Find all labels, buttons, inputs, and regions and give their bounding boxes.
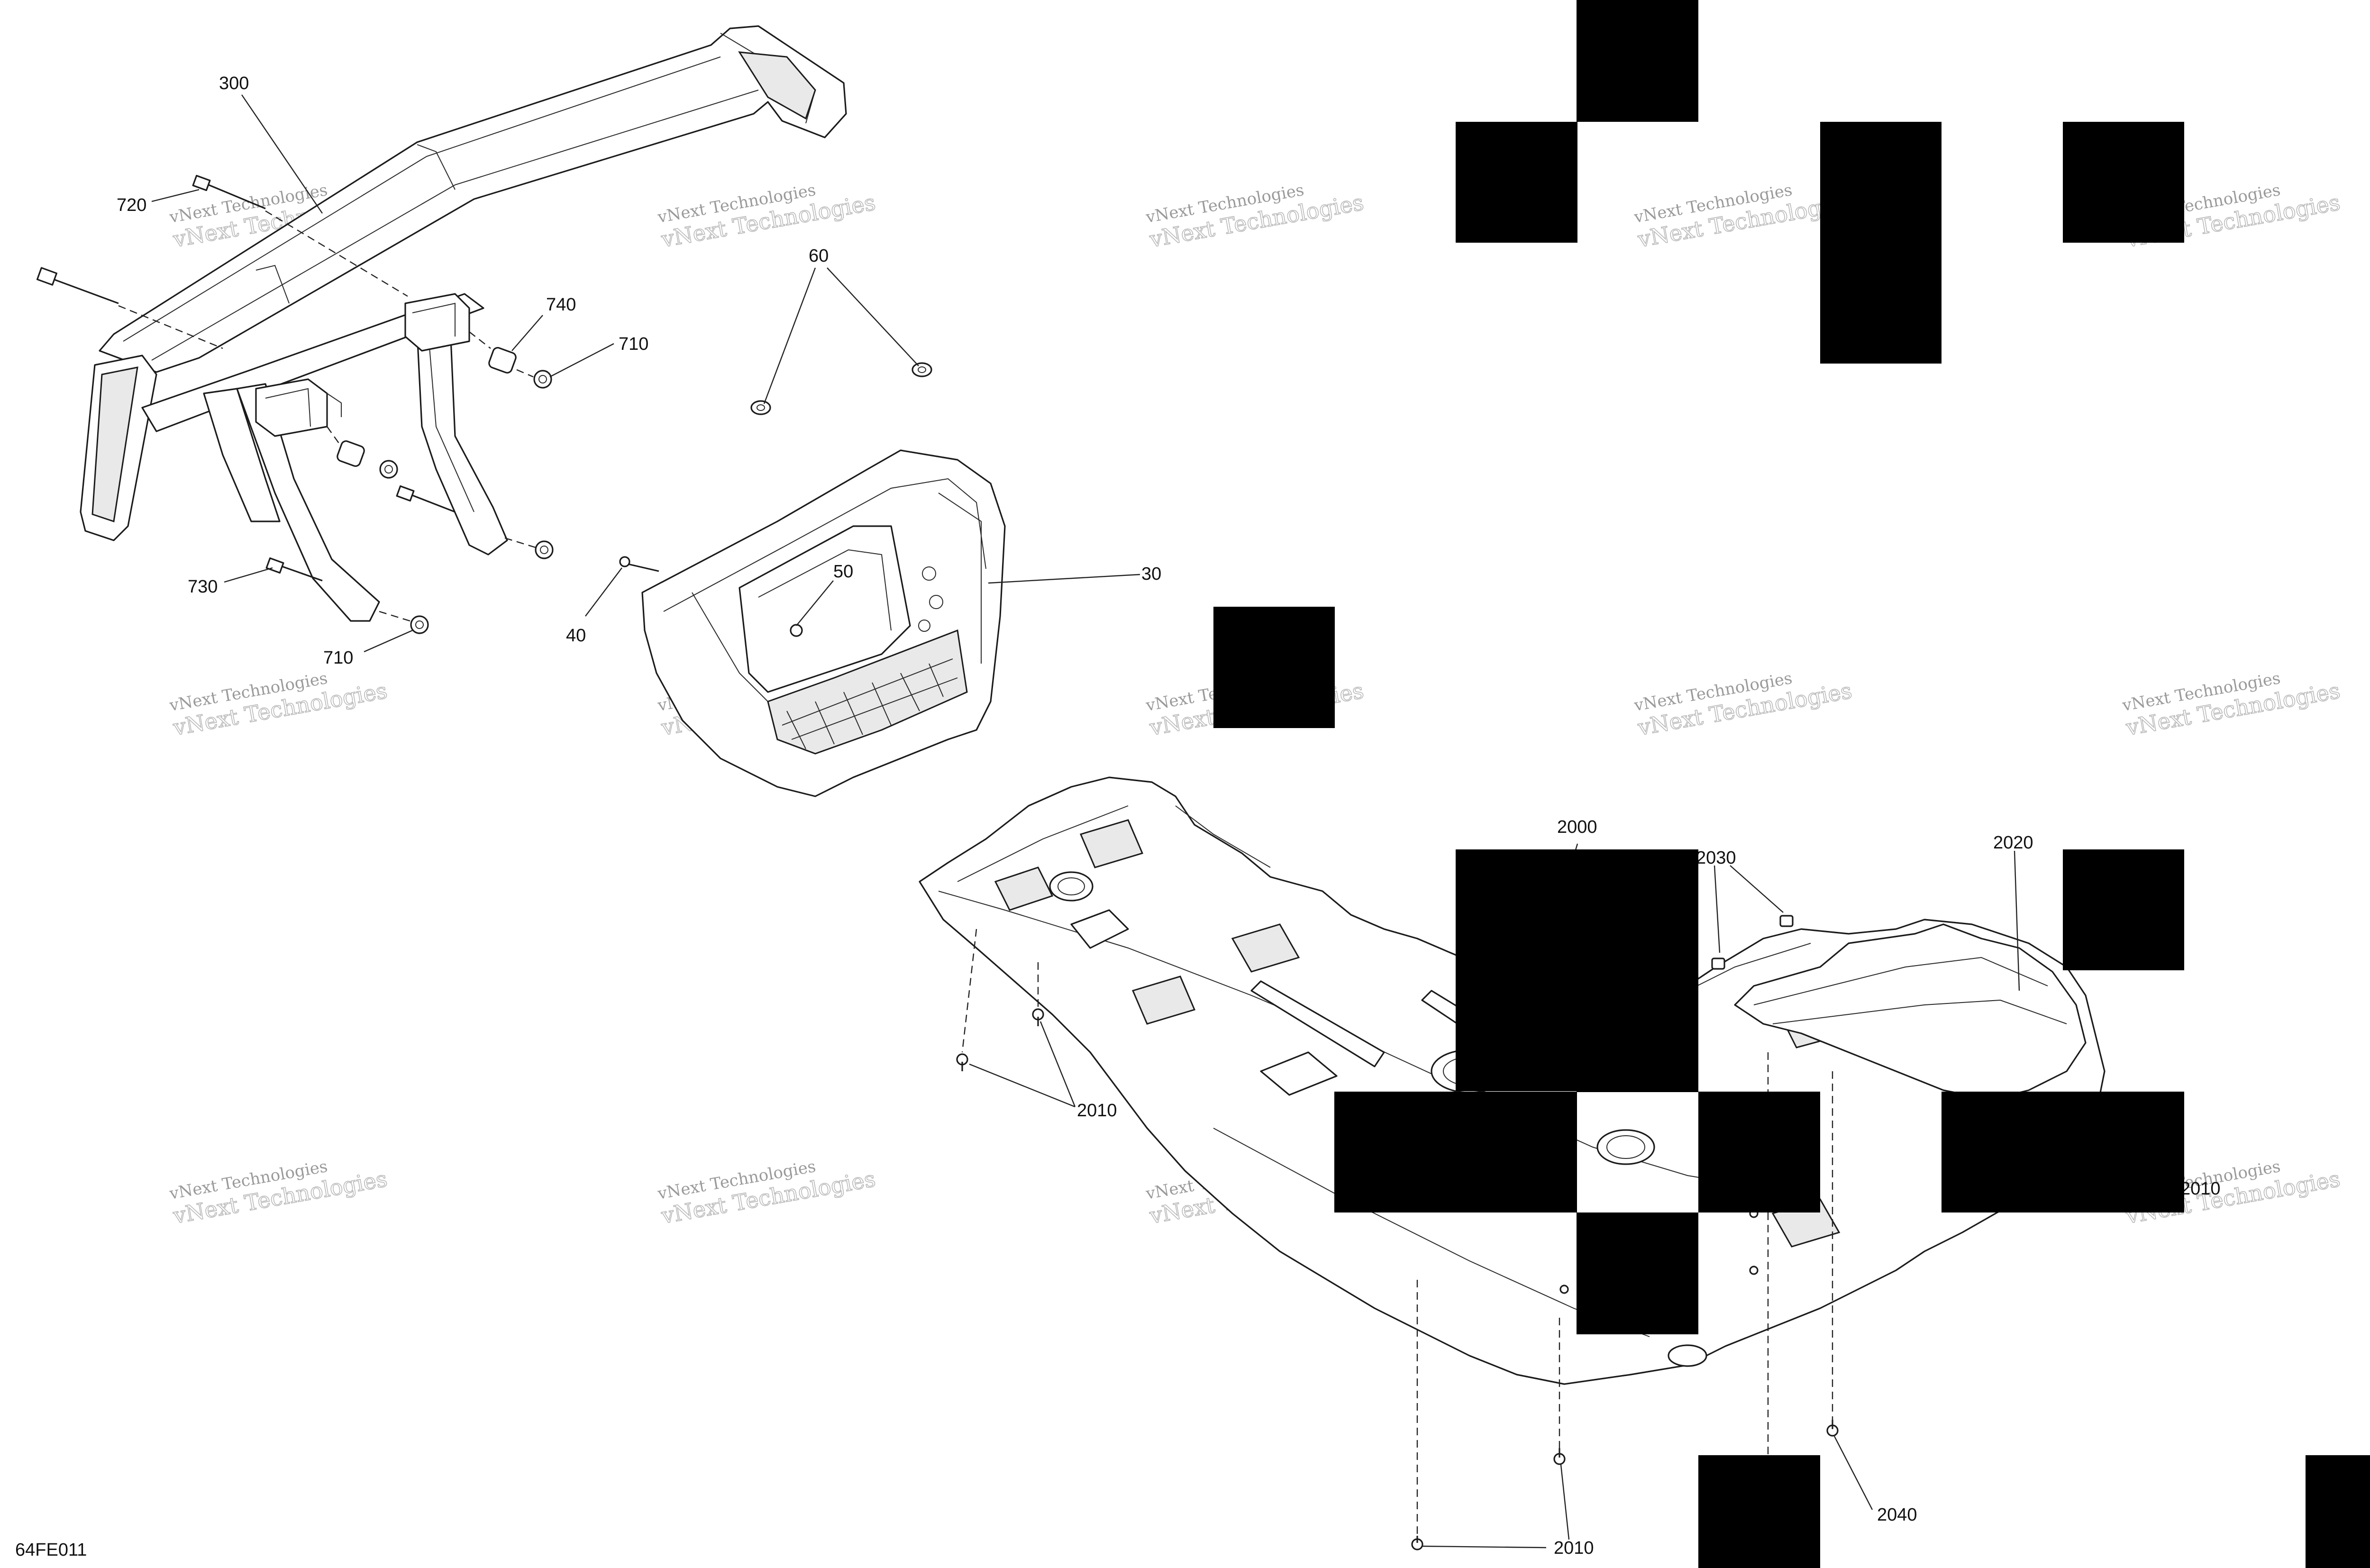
spacer-740 (488, 346, 517, 374)
front-fascia (641, 449, 1006, 797)
bolt-mid (396, 485, 456, 513)
nut-lower (379, 460, 398, 479)
redaction-block (1577, 1212, 1698, 1334)
callout-2030: 2030 (1696, 848, 1736, 868)
watermark: vNext Technologies vNext Technologies (1632, 669, 1854, 741)
redaction-block (1213, 607, 1335, 728)
diagram-id: 64FE011 (15, 1540, 87, 1560)
watermark: vNext Technologies vNext Technologies (168, 669, 390, 741)
callout-2010-right: 2010 (2180, 1179, 2221, 1199)
callout-labels: 300 720 740 710 730 710 60 40 50 30 2000… (15, 73, 2221, 1560)
screw-2010-b (1032, 1008, 1044, 1026)
hardware-group (36, 174, 932, 634)
spacer-lower (337, 440, 365, 467)
watermark: vNext Technologies vNext Technologies (656, 181, 878, 253)
screw-2010-a (956, 1053, 968, 1071)
redaction-block (2063, 122, 2184, 243)
callout-710-lower: 710 (323, 648, 353, 668)
redaction-block (2306, 1455, 2370, 1568)
nut-710-lower (410, 615, 429, 634)
screw-40 (619, 556, 659, 572)
redaction-block (1456, 122, 1577, 243)
redaction-blocks (1213, 0, 2370, 1568)
watermark: vNext Technologies vNext Technologies (656, 1157, 878, 1229)
callout-740: 740 (546, 295, 576, 315)
redaction-block (1820, 122, 1942, 364)
callout-50: 50 (833, 562, 853, 582)
screw-2040 (1826, 1420, 1839, 1437)
callout-2010-left: 2010 (1077, 1101, 1117, 1121)
callout-730: 730 (188, 577, 218, 597)
bumper-frame (80, 25, 847, 622)
callout-2020: 2020 (1993, 833, 2033, 853)
callout-40: 40 (566, 626, 586, 646)
nut-710-upper (533, 370, 552, 389)
screw-2010-d (1553, 1448, 1566, 1465)
redaction-block (1698, 1092, 1820, 1212)
nut-60-left (750, 400, 771, 415)
bolt-730 (265, 557, 323, 582)
callout-60: 60 (809, 246, 829, 266)
bolt-720 (192, 174, 266, 210)
callout-2000: 2000 (1557, 817, 1597, 837)
redaction-block (1942, 1092, 2184, 1212)
callout-30: 30 (1141, 564, 1161, 584)
callout-2010-bottom: 2010 (1554, 1538, 1594, 1558)
skid-insert-2020 (1734, 923, 2087, 1101)
screw-2010-c (1411, 1536, 1423, 1550)
redaction-block (1577, 0, 1698, 122)
nut-710-right (535, 540, 554, 559)
long-bolt (36, 267, 119, 304)
clip-2030-right (1779, 915, 1794, 927)
redaction-block (1698, 1455, 1820, 1568)
clip-2030-left (1711, 957, 1725, 970)
callout-720: 720 (117, 195, 146, 215)
redaction-block (1334, 1092, 1577, 1212)
watermark: vNext Technologies vNext Technologies (2121, 669, 2343, 741)
callout-710-upper: 710 (619, 334, 648, 354)
watermark: vNext Technologies vNext Technologies (1144, 181, 1366, 253)
callout-2040: 2040 (1877, 1505, 1917, 1525)
callout-300: 300 (219, 73, 249, 93)
redaction-block (1577, 970, 1698, 1092)
nut-60-right (912, 362, 932, 377)
redaction-block (2063, 849, 2184, 970)
watermark: vNext Technologies vNext Technologies (168, 1157, 390, 1229)
